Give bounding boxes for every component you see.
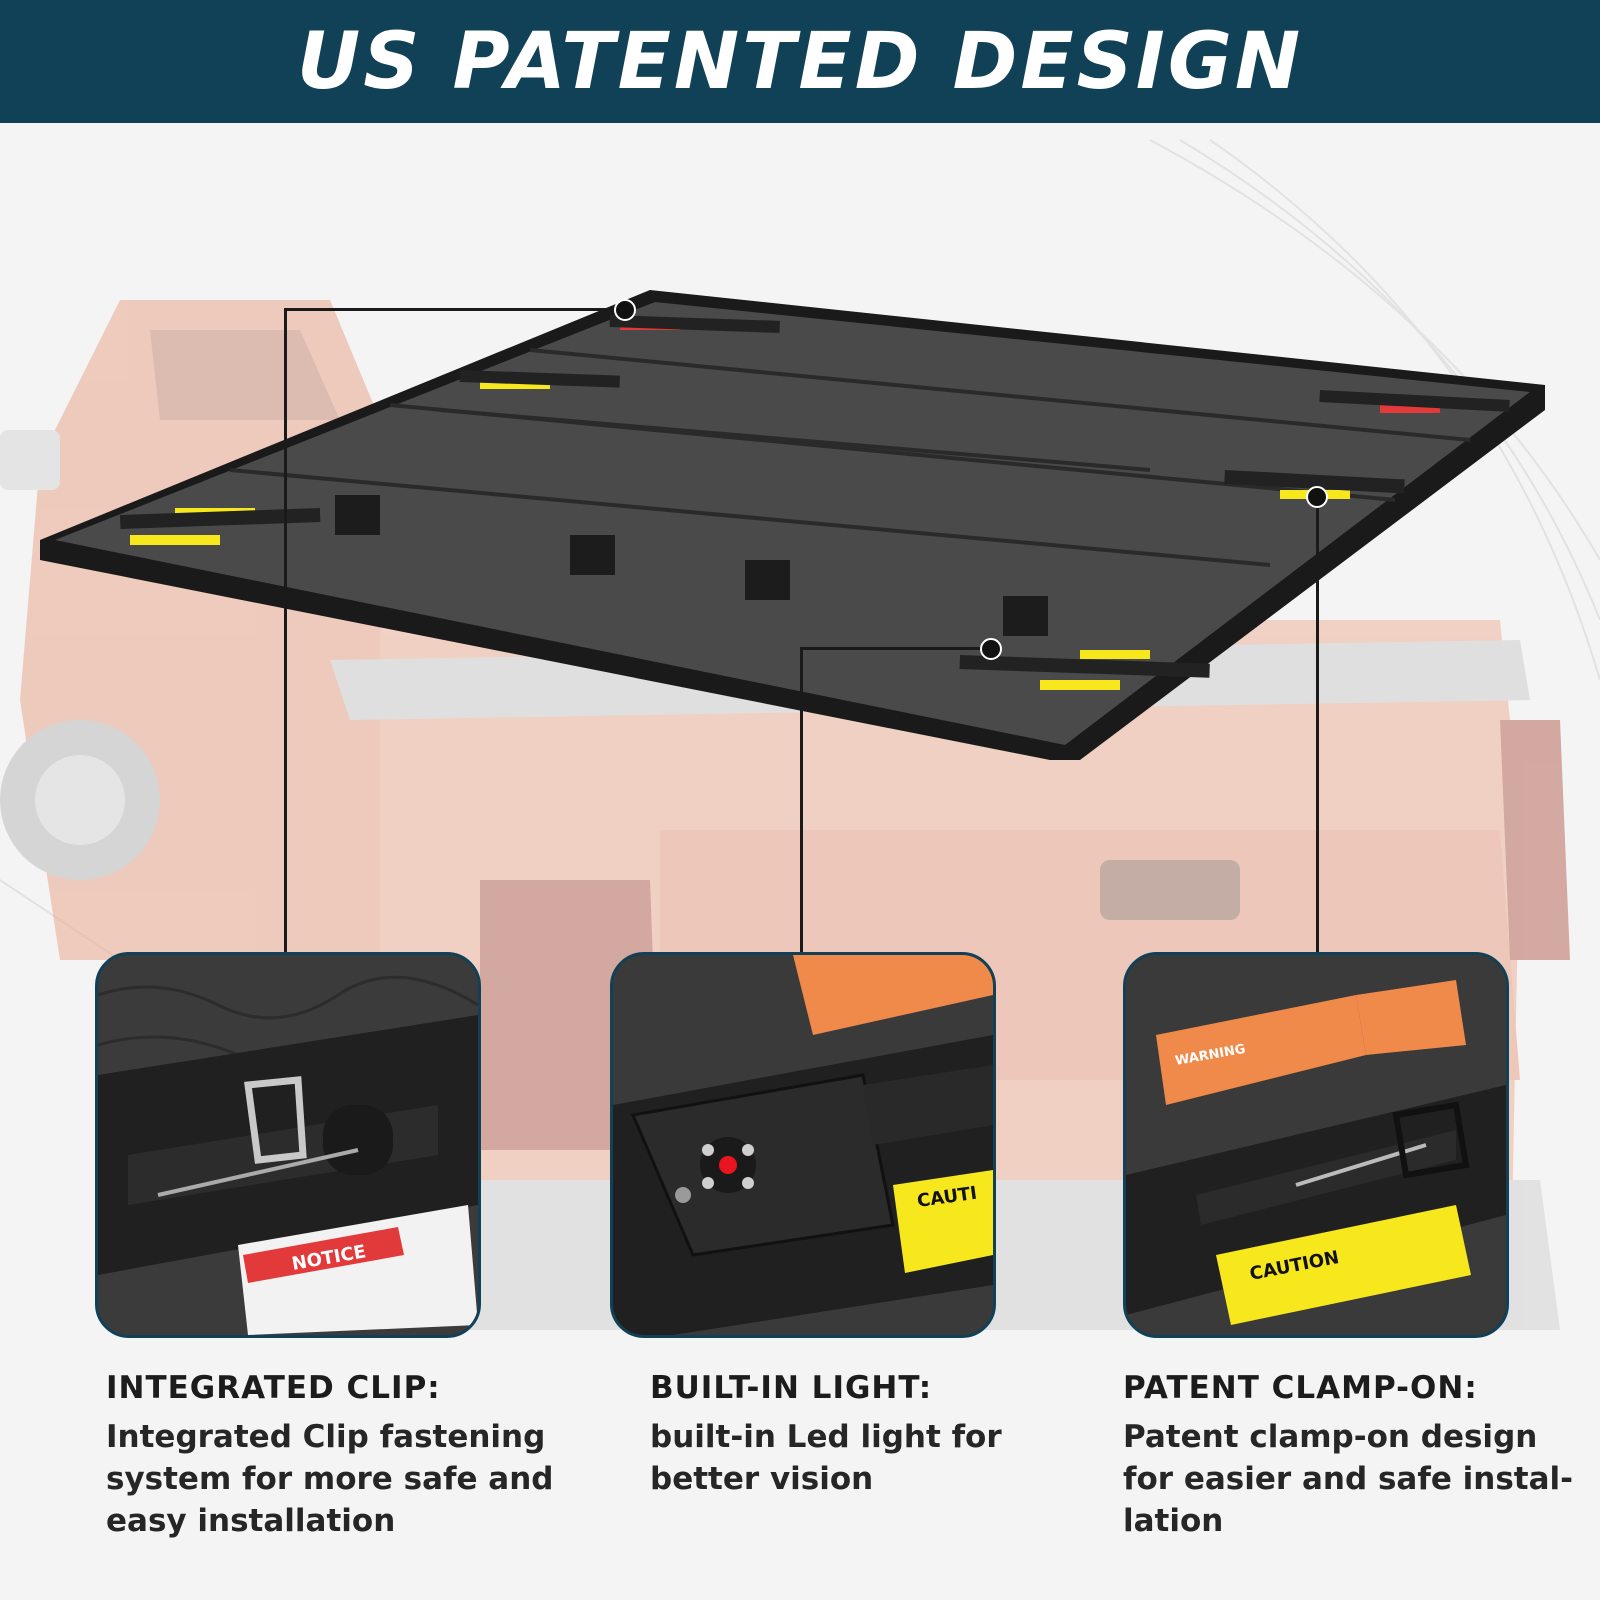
banner: US PATENTED DESIGN bbox=[0, 0, 1600, 123]
caption-body: Integrated Clip fastening system for mor… bbox=[106, 1416, 566, 1542]
detail-built-in-light: CAUTI bbox=[610, 952, 996, 1338]
caption-body: Patent clamp-on design for easier and sa… bbox=[1123, 1416, 1583, 1542]
caption-integrated-clip: INTEGRATED CLIP: Integrated Clip fasteni… bbox=[106, 1370, 566, 1542]
caution-label-light: CAUTI bbox=[893, 1170, 993, 1273]
tonneau-cover bbox=[40, 290, 1545, 760]
callout-dot-clip bbox=[614, 299, 636, 321]
callout-line-clip-v bbox=[284, 308, 287, 952]
caption-line: better vision bbox=[650, 1461, 874, 1497]
caption-title: INTEGRATED CLIP: bbox=[106, 1370, 441, 1406]
caption-line: system for more safe and bbox=[106, 1461, 554, 1497]
caption-title: PATENT CLAMP-ON: bbox=[1123, 1370, 1478, 1406]
caption-line: Patent clamp-on design bbox=[1123, 1419, 1538, 1455]
caption-line: built-in Led light for bbox=[650, 1419, 1002, 1455]
callout-dot-light bbox=[980, 638, 1002, 660]
caption-patent-clamp: PATENT CLAMP-ON: Patent clamp-on design … bbox=[1123, 1370, 1583, 1542]
caption-line: lation bbox=[1123, 1503, 1224, 1539]
callout-line-clip-h bbox=[284, 308, 624, 311]
caution-label-clamp: CAUTION bbox=[1216, 1205, 1471, 1325]
callout-line-clamp-v bbox=[1316, 496, 1319, 952]
caption-built-in-light: BUILT-IN LIGHT: built-in Led light for b… bbox=[650, 1370, 1070, 1500]
caption-title: BUILT-IN LIGHT: bbox=[650, 1370, 933, 1406]
notice-label: NOTICE bbox=[238, 1205, 478, 1335]
callout-line-light-h bbox=[800, 647, 990, 650]
caption-line: for easier and safe instal- bbox=[1123, 1461, 1574, 1497]
detail-integrated-clip: NOTICE bbox=[95, 952, 481, 1338]
caption-line: Integrated Clip fastening bbox=[106, 1419, 546, 1455]
callout-dot-clamp bbox=[1306, 486, 1328, 508]
callout-line-light-v bbox=[800, 647, 803, 952]
banner-title: US PATENTED DESIGN bbox=[296, 16, 1304, 107]
caption-body: built-in Led light for better vision bbox=[650, 1416, 1070, 1500]
caption-line: easy installation bbox=[106, 1503, 396, 1539]
detail-patent-clamp: WARNING CAUTION bbox=[1123, 952, 1509, 1338]
